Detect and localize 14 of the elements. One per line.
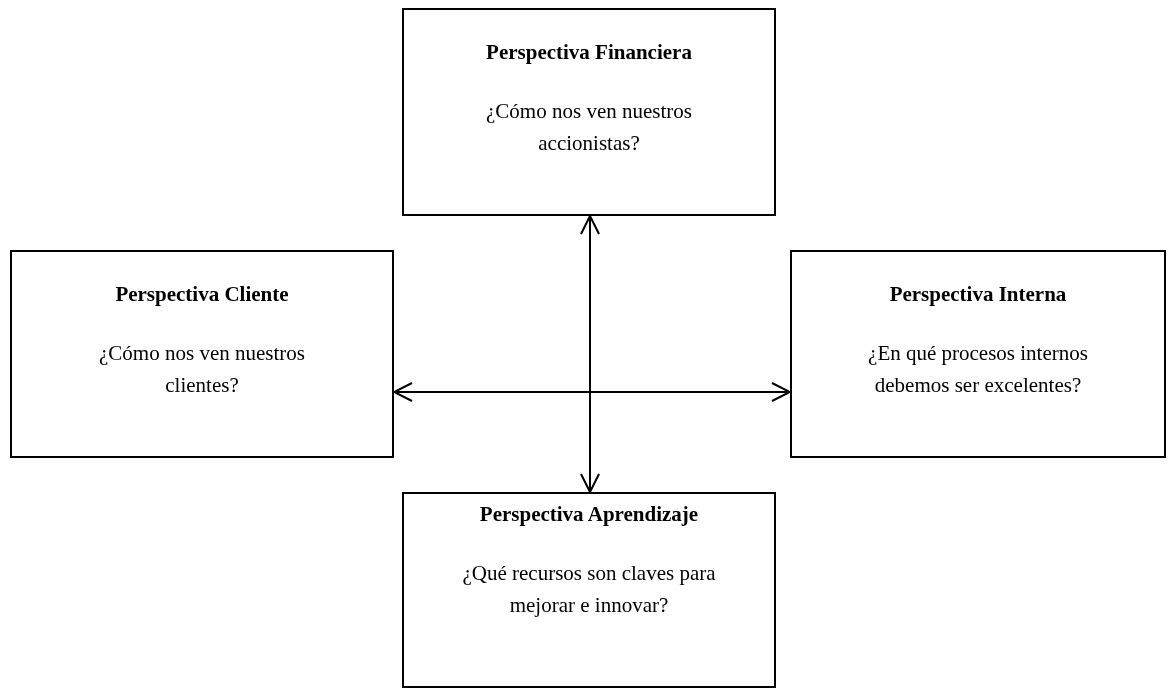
perspective-box bbox=[402, 492, 776, 688]
box-question: ¿En qué procesos internos debemos ser excelentes? bbox=[867, 340, 1089, 399]
perspective-box bbox=[402, 8, 776, 216]
box-heading: Perspectiva Interna bbox=[888, 282, 1068, 307]
box-question: ¿Cómo nos ven nuestros accionistas? bbox=[485, 98, 693, 157]
perspective-box bbox=[10, 250, 394, 458]
double-arrow bbox=[580, 215, 600, 493]
perspective-box bbox=[790, 250, 1166, 458]
box-heading: Perspectiva Cliente bbox=[114, 282, 290, 307]
box-heading: Perspectiva Financiera bbox=[485, 40, 693, 65]
double-arrow bbox=[393, 382, 791, 402]
box-question: ¿Cómo nos ven nuestros clientes? bbox=[98, 340, 306, 399]
box-heading: Perspectiva Aprendizaje bbox=[478, 502, 700, 527]
box-question: ¿Qué recursos son claves para mejorar e innovar? bbox=[461, 560, 717, 619]
